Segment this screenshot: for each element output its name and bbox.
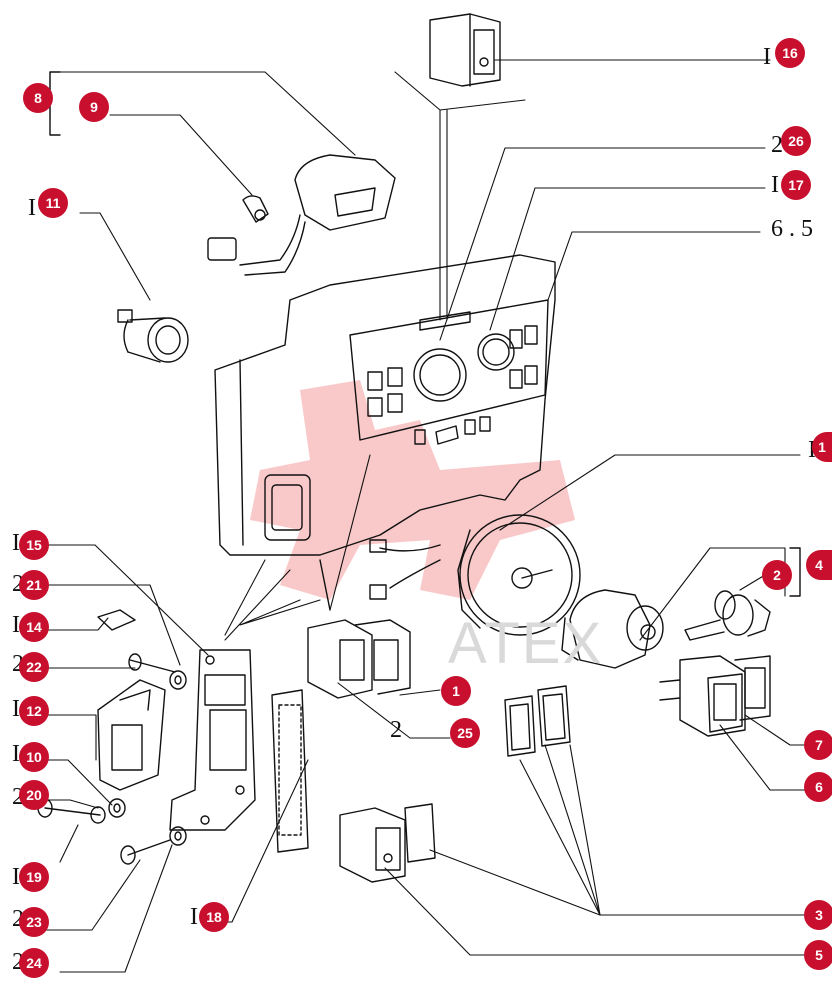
ref-text-19: I <box>12 864 20 890</box>
fasteners <box>37 653 187 865</box>
callout-12: 12 <box>19 696 49 726</box>
callout-5: 5 <box>804 940 832 970</box>
callout-8: 8 <box>23 83 53 113</box>
callout-19: 19 <box>19 862 49 892</box>
callout-15: 15 <box>19 530 49 560</box>
part-18-label-plate <box>271 689 309 853</box>
callout-26: 26 <box>781 126 811 156</box>
callout-18: 18 <box>199 902 229 932</box>
part-3-covers <box>404 685 571 863</box>
ref-text-25: 2 <box>390 717 402 743</box>
callout-21: 21 <box>19 570 49 600</box>
callout-2: 2 <box>762 560 792 590</box>
ref-text-10: I <box>12 741 20 767</box>
callout-4: 4 <box>806 550 832 580</box>
watermark-logo <box>250 380 575 600</box>
callout-20: 20 <box>19 780 49 810</box>
ref-text-14: I <box>12 612 20 638</box>
part-15-bracket <box>169 649 256 831</box>
part-4-keys <box>684 590 771 641</box>
part-6-7-switches <box>659 655 771 737</box>
callout-1: 1 <box>441 676 471 706</box>
part-5-lighting-switch <box>339 807 406 883</box>
callout-11: 11 <box>38 188 68 218</box>
part-8-lamp-housing <box>207 154 396 276</box>
ref-text-12: I <box>12 696 20 722</box>
callout-24: 24 <box>19 948 49 978</box>
callout-14: 14 <box>19 612 49 642</box>
watermark-text: ATEX <box>448 611 604 676</box>
callout-17: 17 <box>781 170 811 200</box>
part-2-ignition-switch <box>561 589 664 669</box>
callout-10: 10 <box>19 742 49 772</box>
leader-lines <box>44 59 806 973</box>
callout-16: 16 <box>775 38 805 68</box>
callout-25: 25 <box>450 718 480 748</box>
ref-text-11: I <box>28 195 36 221</box>
callout-3: 3 <box>804 900 832 930</box>
callout-6: 6 <box>804 772 832 802</box>
part-11-socket <box>117 309 189 363</box>
part-9-bulb <box>242 195 269 223</box>
ref-text-16: I <box>763 44 771 70</box>
part-14-fuse <box>97 609 136 631</box>
ref-text-15: I <box>12 530 20 556</box>
callout-7: 7 <box>804 730 832 760</box>
part-12-relay-bracket <box>97 679 166 791</box>
callout-23: 23 <box>19 907 49 937</box>
ref-text-27: 6 . 5 <box>771 217 813 241</box>
ref-text-17: I <box>771 172 779 198</box>
callout-13: 1 <box>812 432 832 462</box>
part-16-lamp-switch <box>429 13 501 87</box>
ref-text-18: I <box>190 904 198 930</box>
dashboard-panel <box>214 254 556 611</box>
ref-text-26: 2 <box>771 132 783 158</box>
guide-lines <box>224 71 526 641</box>
part-13-gauge <box>369 514 581 636</box>
callout-22: 22 <box>19 652 49 682</box>
part-1-25-switches <box>307 619 411 699</box>
callout-9: 9 <box>79 92 109 122</box>
